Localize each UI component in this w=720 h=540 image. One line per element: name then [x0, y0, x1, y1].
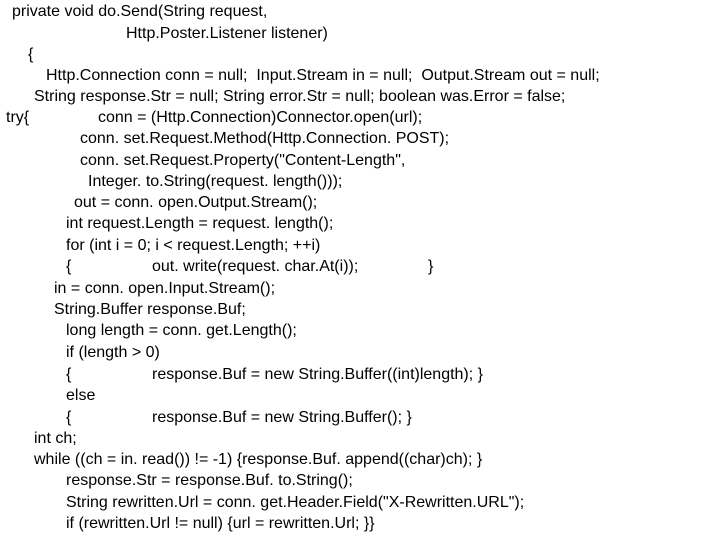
code-line: if (rewritten.Url != null) {url = rewrit… [66, 515, 375, 532]
code-line: int ch; [34, 430, 77, 447]
code-line: in = conn. open.Input.Stream(); [54, 280, 276, 297]
code-line: { [28, 46, 34, 63]
code-line: Integer. to.String(request. length())); [88, 173, 343, 190]
code-line: out = conn. open.Output.Stream(); [74, 194, 318, 211]
code-line: out. write(request. char.At(i)); [152, 258, 359, 275]
code-line: { [66, 258, 72, 275]
code-line: response.Buf = new String.Buffer(); } [152, 409, 412, 426]
code-line: else [66, 387, 96, 404]
code-line: response.Buf = new String.Buffer((int)le… [152, 366, 483, 383]
code-line: conn. set.Request.Method(Http.Connection… [80, 130, 450, 147]
code-line: for (int i = 0; i < request.Length; ++i) [66, 237, 321, 254]
code-line: long length = conn. get.Length(); [66, 322, 297, 339]
code-line: while ((ch = in. read()) != -1) {respons… [34, 451, 483, 468]
code-line: { [66, 409, 72, 426]
code-line: Http.Poster.Listener listener) [126, 25, 328, 42]
code-line: int request.Length = request. length(); [66, 215, 334, 232]
code-line: try{ [6, 109, 30, 126]
code-line: conn. set.Request.Property("Content-Leng… [80, 152, 406, 169]
code-line: String response.Str = null; String error… [34, 88, 566, 105]
code-line: String.Buffer response.Buf; [54, 301, 246, 318]
code-line: conn = (Http.Connection)Connector.open(u… [98, 109, 423, 126]
code-line: } [428, 258, 434, 275]
code-line: Http.Connection conn = null; Input.Strea… [46, 67, 600, 84]
code-line: { [66, 366, 72, 383]
code-line: String rewritten.Url = conn. get.Header.… [66, 494, 525, 511]
code-line: private void do.Send(String request, [12, 3, 268, 20]
code-line: if (length > 0) [66, 344, 160, 361]
code-line: response.Str = response.Buf. to.String()… [66, 472, 353, 489]
